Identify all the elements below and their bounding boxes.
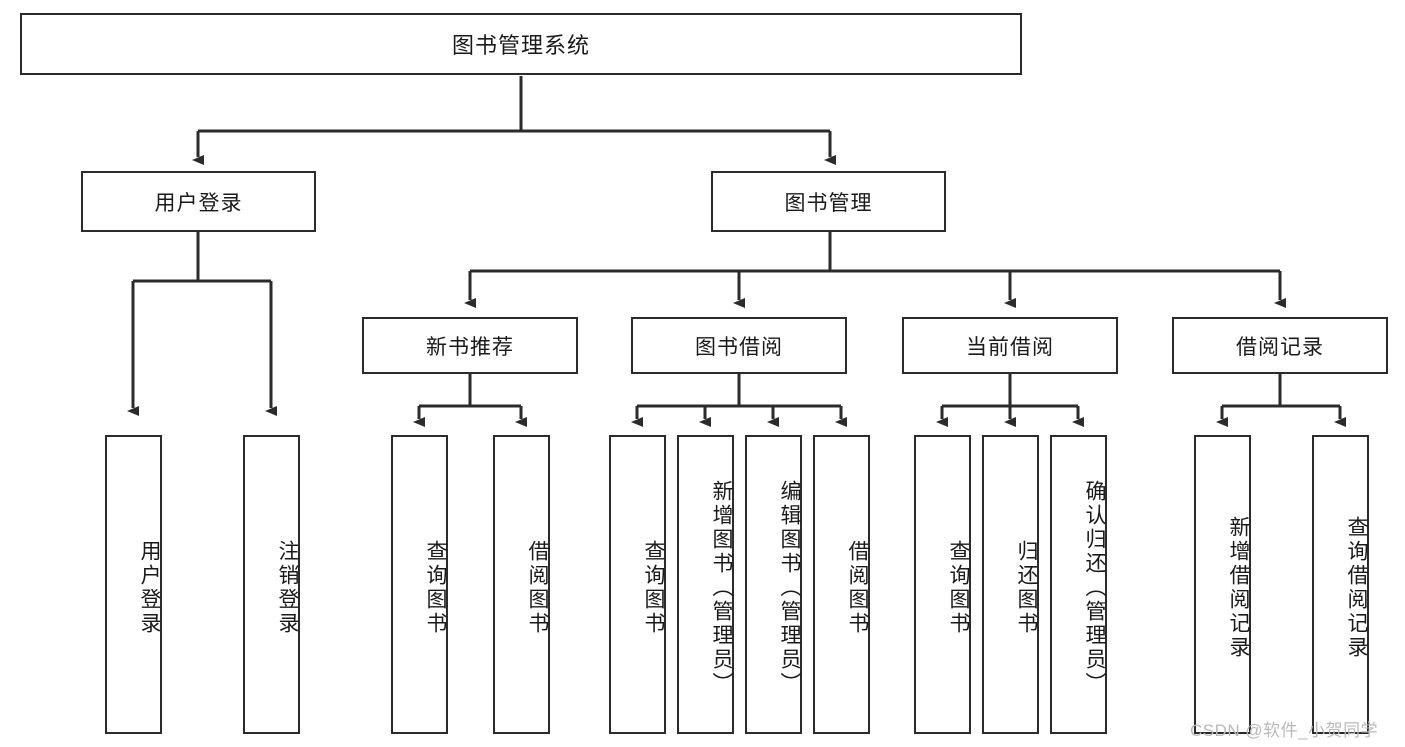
node-label: 归还图书 bbox=[1015, 539, 1038, 636]
leaf-current-borrow-confirm-return[interactable]: 确认归还（管理员） bbox=[1050, 435, 1107, 734]
leaf-book-borrow-borrow[interactable]: 借阅图书 bbox=[813, 435, 870, 734]
node-borrow-record[interactable]: 借阅记录 bbox=[1172, 317, 1388, 374]
node-label: 查询图书 bbox=[642, 539, 665, 636]
node-label: 确认归还（管理员） bbox=[1083, 479, 1106, 696]
node-label: 查询图书 bbox=[947, 539, 970, 636]
node-label: 借阅图书 bbox=[846, 539, 869, 636]
leaf-current-borrow-query[interactable]: 查询图书 bbox=[914, 435, 971, 734]
node-label: 图书管理 bbox=[784, 191, 873, 215]
leaf-book-borrow-edit[interactable]: 编辑图书（管理员） bbox=[745, 435, 802, 734]
node-label: 借阅图书 bbox=[526, 539, 549, 636]
leaf-user-login-logout[interactable]: 注销登录 bbox=[243, 435, 300, 734]
leaf-book-borrow-query[interactable]: 查询图书 bbox=[609, 435, 666, 734]
node-label: 新增图书（管理员） bbox=[710, 479, 733, 696]
node-label: 用户登录 bbox=[154, 191, 243, 215]
node-root-system[interactable]: 图书管理系统 bbox=[20, 13, 1022, 75]
node-label: 注销登录 bbox=[276, 539, 299, 636]
node-label: 用户登录 bbox=[138, 539, 161, 636]
node-label: 图书借阅 bbox=[695, 335, 783, 359]
leaf-new-book-query[interactable]: 查询图书 bbox=[391, 435, 448, 734]
leaf-book-borrow-add[interactable]: 新增图书（管理员） bbox=[677, 435, 734, 734]
node-book-borrow[interactable]: 图书借阅 bbox=[631, 317, 847, 374]
node-label: 新书推荐 bbox=[426, 335, 514, 359]
node-label: 查询图书 bbox=[424, 539, 447, 636]
node-label: 编辑图书（管理员） bbox=[778, 479, 801, 696]
node-current-borrow[interactable]: 当前借阅 bbox=[902, 317, 1118, 374]
leaf-borrow-record-add[interactable]: 新增借阅记录 bbox=[1194, 435, 1251, 734]
node-label: 当前借阅 bbox=[966, 335, 1054, 359]
node-label: 新增借阅记录 bbox=[1227, 515, 1250, 660]
leaf-borrow-record-query[interactable]: 查询借阅记录 bbox=[1312, 435, 1369, 734]
node-new-book-recommend[interactable]: 新书推荐 bbox=[362, 317, 578, 374]
leaf-user-login-login[interactable]: 用户登录 bbox=[105, 435, 162, 734]
node-label: 图书管理系统 bbox=[451, 33, 590, 58]
watermark-text: CSDN @软件_小贺同学 bbox=[1190, 721, 1379, 740]
leaf-current-borrow-return[interactable]: 归还图书 bbox=[982, 435, 1039, 734]
leaf-new-book-borrow[interactable]: 借阅图书 bbox=[493, 435, 550, 734]
node-label: 借阅记录 bbox=[1236, 335, 1324, 359]
node-label: 查询借阅记录 bbox=[1345, 515, 1368, 660]
node-book-management[interactable]: 图书管理 bbox=[711, 171, 946, 232]
node-user-login[interactable]: 用户登录 bbox=[81, 171, 316, 232]
